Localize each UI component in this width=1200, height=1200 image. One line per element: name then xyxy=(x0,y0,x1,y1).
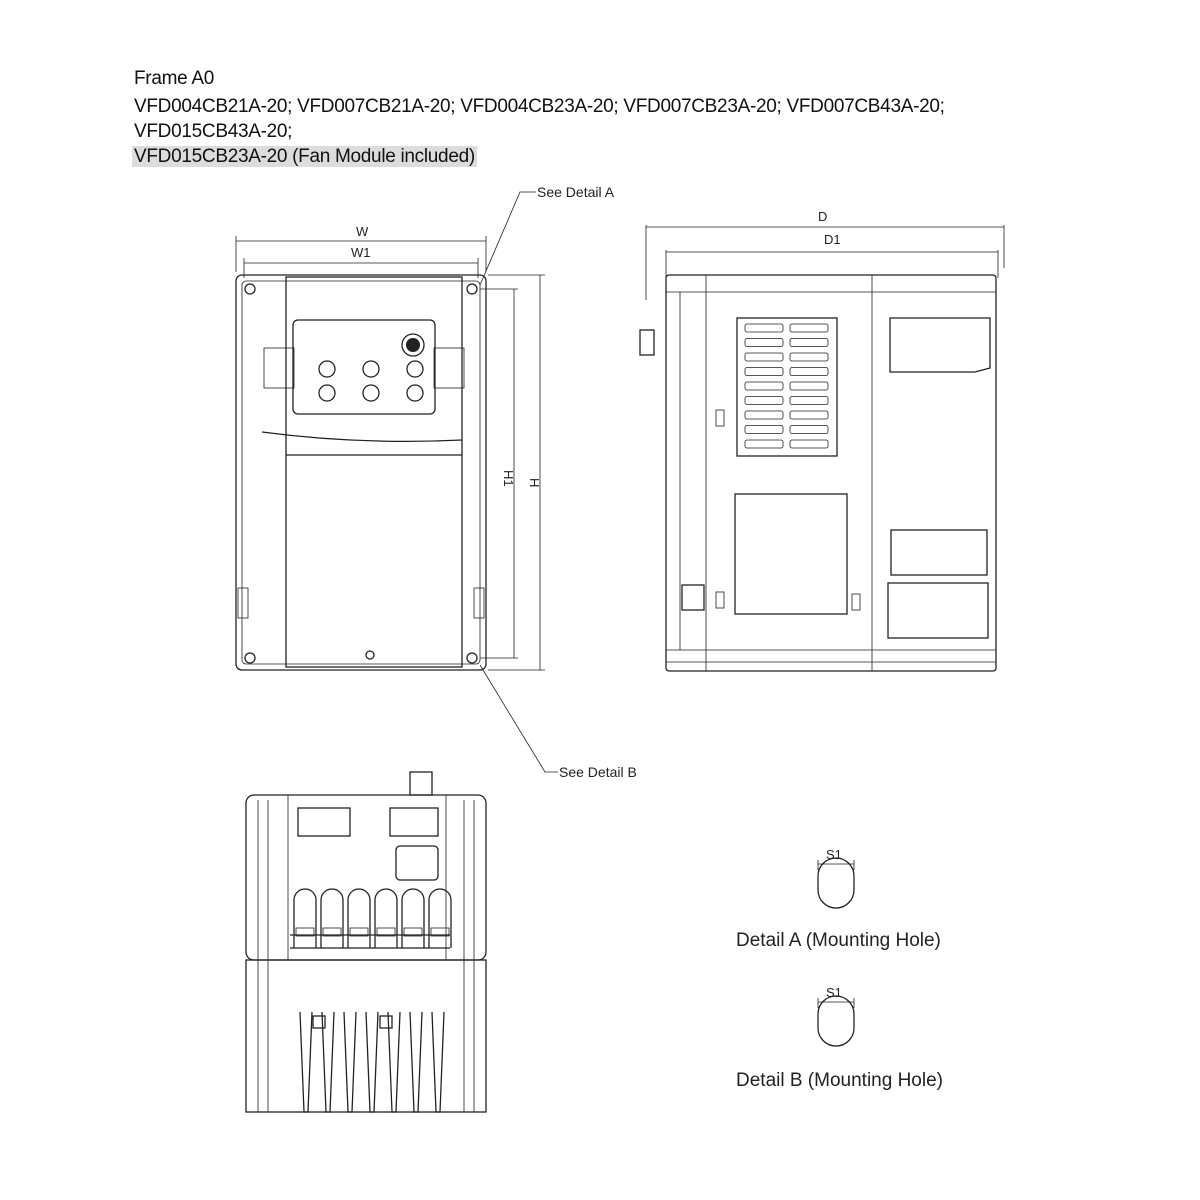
heatsink-fin xyxy=(387,1011,401,1113)
vent-slot xyxy=(789,367,829,376)
vent-slot xyxy=(744,396,784,405)
vent-slot xyxy=(744,425,784,434)
terminal-screw xyxy=(376,927,396,937)
vent-slot xyxy=(789,323,829,333)
detail-a-caption: Detail A (Mounting Hole) xyxy=(736,930,941,951)
vent-slot xyxy=(744,381,784,391)
vent-slot xyxy=(789,425,829,434)
detail-a: S1 Detail A (Mounting Hole) xyxy=(736,847,941,951)
terminal xyxy=(347,888,371,948)
callout-detail-b: See Detail B xyxy=(559,764,637,780)
bottom-view xyxy=(245,771,487,1113)
vent-slot xyxy=(744,352,784,362)
dim-w1-label: W1 xyxy=(351,245,371,260)
terminal xyxy=(374,888,398,948)
fin-bolt xyxy=(312,1015,326,1029)
heatsink-fin xyxy=(299,1011,313,1113)
terminal-rail xyxy=(290,934,450,949)
front-view: W W1 H H1 See Detail A See Detail B xyxy=(235,184,637,780)
dim-d1-label: D1 xyxy=(824,232,841,247)
dim-h1-label: H1 xyxy=(501,470,516,487)
callout-detail-a: See Detail A xyxy=(537,184,615,200)
model-list-line-2: VFD015CB43A-20; xyxy=(134,121,293,142)
heatsink-fin xyxy=(431,1011,445,1113)
terminal-screw xyxy=(403,927,423,937)
terminal xyxy=(428,888,452,948)
vent-slot xyxy=(744,367,784,376)
vent-slot xyxy=(744,338,784,347)
frame-title: Frame A0 xyxy=(134,68,214,89)
vent-slot xyxy=(789,381,829,391)
heatsink-fin xyxy=(321,1011,335,1113)
model-list-line-1: VFD004CB21A-20; VFD007CB21A-20; VFD004CB… xyxy=(134,96,945,117)
detail-b-caption: Detail B (Mounting Hole) xyxy=(736,1070,943,1091)
vent-slot xyxy=(789,439,829,449)
terminal-screw xyxy=(295,927,315,937)
fin-bolt xyxy=(379,1015,393,1029)
vent-slot xyxy=(789,410,829,420)
dim-d-label: D xyxy=(818,209,827,224)
detail-b: S1 Detail B (Mounting Hole) xyxy=(736,985,943,1091)
model-list-line-3-highlighted: VFD015CB23A-20 (Fan Module included) xyxy=(132,146,477,167)
terminal xyxy=(320,888,344,948)
heatsink-fin xyxy=(343,1011,357,1113)
terminal-screw xyxy=(430,927,450,937)
vent-slot xyxy=(744,410,784,420)
vent-slot xyxy=(789,338,829,347)
heatsink-fin xyxy=(365,1011,379,1113)
vent-slot xyxy=(744,439,784,449)
vent-slot xyxy=(744,323,784,333)
terminal xyxy=(401,888,425,948)
side-view: D D1 xyxy=(639,209,1005,672)
vent-slot xyxy=(789,396,829,405)
dim-h-label: H xyxy=(527,478,542,487)
terminal xyxy=(293,888,317,948)
dim-w-label: W xyxy=(356,224,369,239)
vent-slot xyxy=(789,352,829,362)
heatsink-fin xyxy=(409,1011,423,1113)
terminal-screw xyxy=(349,927,369,937)
terminal-screw xyxy=(322,927,342,937)
